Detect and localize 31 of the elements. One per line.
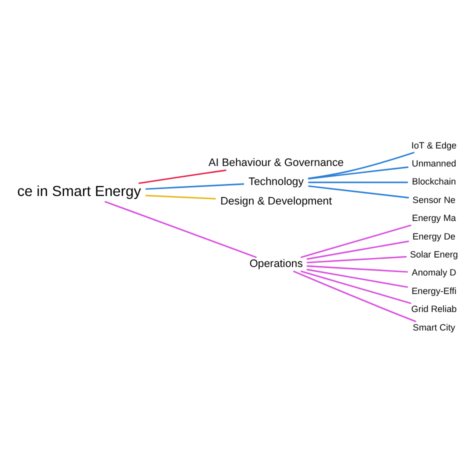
connector (146, 183, 244, 190)
node-text: Design & Development (220, 195, 332, 208)
connector (308, 185, 409, 198)
connector (138, 169, 226, 184)
node-text: Anomaly D (412, 268, 456, 278)
connector (306, 265, 408, 273)
connector (293, 270, 416, 322)
node-text: Operations (249, 258, 303, 270)
node-text: Smart City (412, 322, 456, 332)
connector (300, 270, 412, 304)
connector (300, 224, 412, 258)
connector (306, 268, 408, 288)
connector (306, 256, 407, 264)
node-text: Energy De (412, 231, 456, 242)
node-text: Blockchain (412, 176, 456, 187)
connector (104, 200, 257, 258)
node-text: Solar Energ (410, 249, 458, 260)
node-text: Energy Ma (412, 213, 456, 224)
node-text: Unmanned (412, 158, 456, 168)
node-text: AI Behaviour & Governance (208, 157, 344, 170)
connector (308, 182, 408, 184)
node-text: Energy-Effi (412, 286, 456, 296)
node-text: ce in Smart Energy (17, 184, 141, 200)
connector (308, 152, 414, 180)
connector (146, 194, 216, 200)
connector (308, 166, 408, 180)
node-text: Sensor Ne (412, 194, 456, 205)
node-text: IoT & Edge (411, 140, 457, 150)
node-text: Technology (248, 176, 304, 188)
node-text: Grid Reliab (411, 304, 457, 314)
connector (306, 240, 409, 260)
